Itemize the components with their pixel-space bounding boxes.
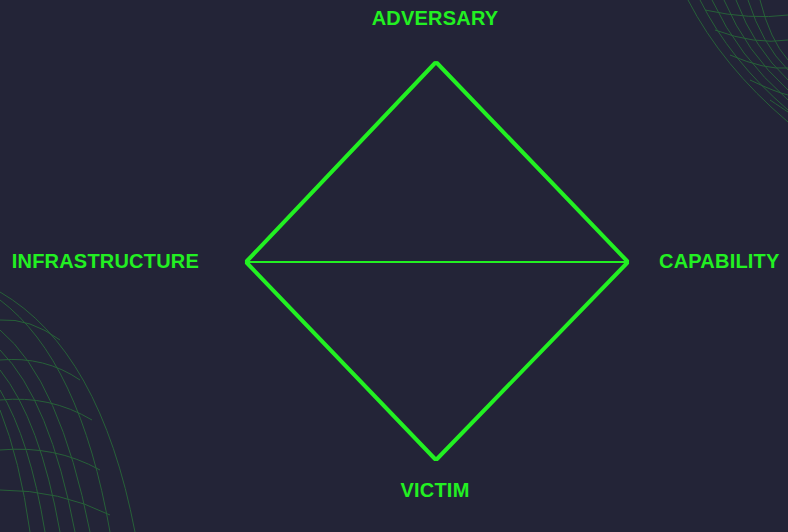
feature-label: ADVERSARY bbox=[372, 7, 499, 29]
feature-label: VICTIM bbox=[401, 479, 470, 501]
vertex-node: CAPABILITY bbox=[627, 261, 629, 263]
vertex-node: INFRASTRUCTURE bbox=[245, 261, 247, 263]
vertex-node: VICTIM bbox=[435, 459, 437, 461]
diamond-edge bbox=[247, 261, 627, 263]
diamond-edge bbox=[437, 263, 627, 459]
feature-label: INFRASTRUCTURE bbox=[12, 250, 199, 272]
diamond-edge bbox=[247, 63, 435, 261]
feature-label: CAPABILITY bbox=[659, 250, 780, 272]
diamond-edge bbox=[247, 263, 435, 459]
diamond-edge bbox=[437, 63, 627, 261]
vertex-node: ADVERSARY bbox=[435, 61, 437, 63]
